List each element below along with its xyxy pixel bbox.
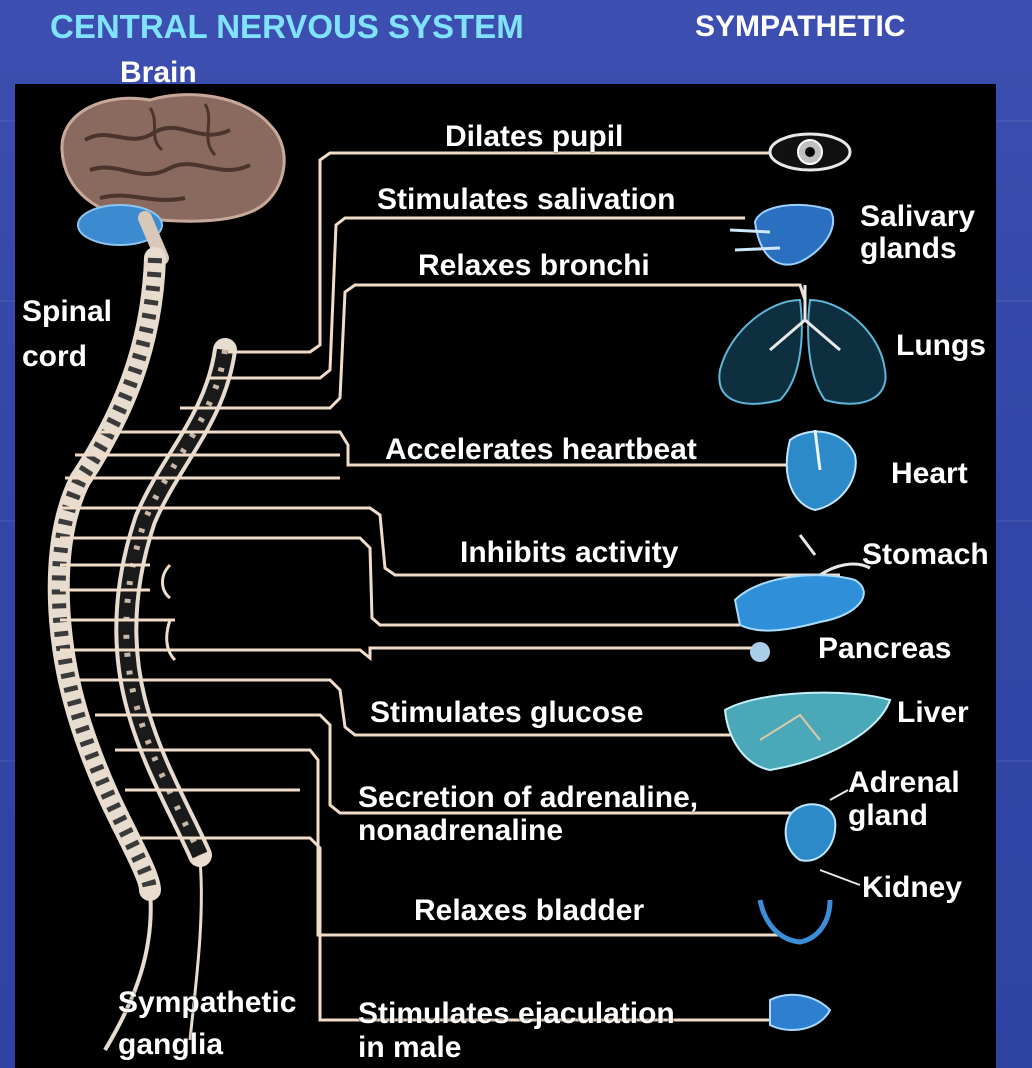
organ-label: Stomach (862, 540, 989, 570)
effect-label: Stimulates salivation (377, 185, 675, 215)
genitals-illustration (770, 995, 830, 1030)
organ-label-line2: glands (860, 234, 957, 264)
organ-label: Kidney (862, 873, 962, 903)
effect-label: Relaxes bladder (414, 896, 644, 926)
effect-label: Inhibits activity (460, 538, 678, 568)
ganglia-chain (126, 350, 225, 855)
organ-label: Adrenal (848, 768, 960, 798)
effect-label: Accelerates heartbeat (385, 435, 697, 465)
effect-label-line2: nonadrenaline (358, 816, 563, 846)
nerve-pathways (60, 153, 840, 1020)
heart-illustration (787, 430, 856, 510)
organ-label: Lungs (896, 331, 986, 361)
effect-label: Stimulates glucose (370, 698, 643, 728)
ganglia-label-line2: ganglia (118, 1030, 223, 1060)
effect-label: Dilates pupil (445, 122, 623, 152)
ganglia-label: Sympathetic (118, 988, 296, 1018)
organ-label: Liver (897, 698, 969, 728)
organ-label: Salivary (860, 202, 975, 232)
liver-illustration (725, 693, 890, 770)
spinal-cord-label: Spinal (22, 297, 112, 327)
effect-label: Secretion of adrenaline, (358, 783, 698, 813)
effect-label: Stimulates ejaculation (358, 999, 675, 1029)
effect-label: Relaxes bronchi (418, 251, 650, 281)
organ-label: Heart (891, 459, 968, 489)
effect-label-line2: in male (358, 1033, 461, 1063)
salivary-glands-illustration (730, 205, 833, 265)
stomach-illustration (800, 535, 870, 575)
spinal-cord-label-line2: cord (22, 342, 87, 372)
lungs-illustration (719, 285, 885, 404)
organ-label-line2: gland (848, 801, 928, 831)
eye-illustration (770, 134, 850, 170)
brain-illustration (62, 95, 284, 258)
organ-label: Pancreas (818, 634, 951, 664)
